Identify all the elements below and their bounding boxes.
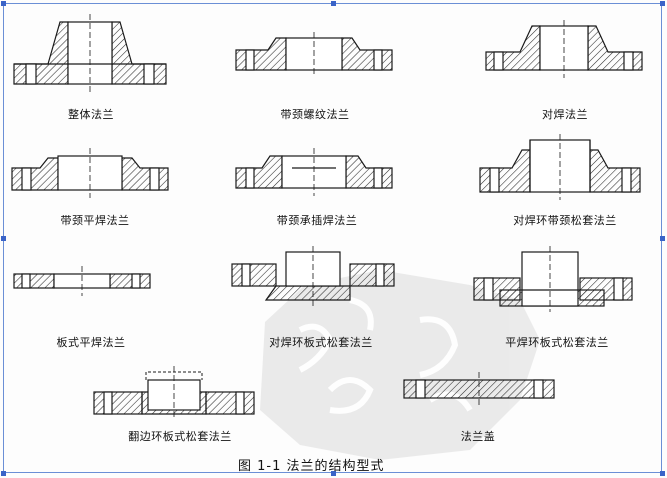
drawing-flat-ring-plate-flange: [473, 246, 633, 312]
resize-handle-bottom[interactable]: [331, 471, 336, 476]
drawing-flanged-ring-plate-flange: [93, 366, 255, 420]
label-plate-slip-on-flange: 板式平焊法兰: [56, 336, 126, 349]
resize-handle-top-left[interactable]: [1, 1, 6, 6]
drawing-socket-weld-flange: [235, 148, 393, 196]
label-weld-neck-flange: 对焊法兰: [542, 108, 588, 121]
resize-handle-top-right[interactable]: [660, 1, 665, 6]
resize-handle-bottom-left[interactable]: [1, 471, 6, 476]
label-integral-flange: 整体法兰: [68, 108, 114, 121]
label-flanged-ring-plate-flange: 翻边环板式松套法兰: [128, 430, 232, 443]
resize-handle-right[interactable]: [660, 236, 665, 241]
label-threaded-flange: 带颈螺纹法兰: [280, 108, 350, 121]
label-lap-joint-plate-flange: 对焊环板式松套法兰: [269, 336, 373, 349]
drawing-slip-on-hub-flange: [11, 148, 169, 198]
resize-handle-top[interactable]: [331, 1, 336, 6]
figure-caption: 图 1-1 法兰的结构型式: [238, 459, 385, 474]
resize-handle-bottom-right[interactable]: [660, 471, 665, 476]
drawing-threaded-flange: [235, 32, 393, 76]
resize-handle-left[interactable]: [1, 236, 6, 241]
drawing-weld-neck-flange: [485, 20, 643, 78]
label-blind-flange: 法兰盖: [460, 430, 496, 443]
drawing-integral-flange: [13, 14, 167, 92]
label-socket-weld-flange: 带颈承插焊法兰: [276, 214, 358, 227]
drawing-blind-flange: [403, 372, 555, 406]
drawing-lap-joint-plate-flange: [231, 246, 395, 306]
label-lap-joint-hub-flange: 对焊环带颈松套法兰: [513, 214, 617, 227]
watermark-seal: [260, 270, 540, 460]
label-flat-ring-plate-flange: 平焊环板式松套法兰: [505, 336, 609, 349]
drawing-lap-joint-hub-flange: [479, 134, 641, 200]
label-slip-on-hub-flange: 带颈平焊法兰: [60, 214, 130, 227]
drawing-plate-slip-on-flange: [13, 266, 151, 296]
